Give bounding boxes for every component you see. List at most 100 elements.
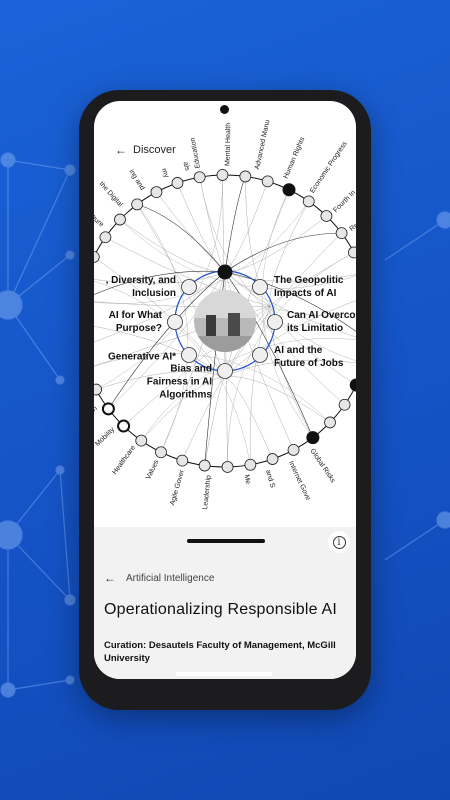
ring-node[interactable]: [338, 398, 351, 411]
ring-node[interactable]: [287, 444, 300, 456]
topic-label[interactable]: Purpose?: [116, 323, 162, 334]
graph-edge: [224, 271, 356, 282]
topic-node[interactable]: [181, 279, 197, 295]
topic-label[interactable]: Future of Jobs: [274, 358, 344, 369]
graph-edge: [224, 271, 356, 332]
ring-label[interactable]: the Digital: [98, 181, 124, 209]
ring-node[interactable]: [239, 170, 252, 183]
topic-label[interactable]: its Limitatio: [287, 323, 343, 334]
outer-ring-nodes[interactable]: [94, 169, 356, 473]
ring-node[interactable]: [176, 454, 189, 467]
breadcrumb-label[interactable]: Artificial Intelligence: [126, 572, 215, 584]
info-button[interactable]: i: [328, 531, 350, 553]
ring-node[interactable]: [320, 210, 333, 222]
topic-label[interactable]: , Diversity, and: [106, 275, 176, 286]
ring-node[interactable]: [282, 183, 296, 197]
ring-node[interactable]: [117, 419, 131, 433]
back-arrow-icon[interactable]: ←: [104, 571, 116, 585]
ring-node[interactable]: [244, 458, 257, 471]
ring-node[interactable]: [94, 383, 102, 396]
graph-edge: [224, 271, 356, 338]
ring-label[interactable]: Values: [145, 458, 161, 480]
ring-node[interactable]: [99, 231, 112, 244]
ring-label[interactable]: als: [182, 161, 191, 172]
graph-edge: [95, 175, 223, 390]
graph-edge: [224, 300, 356, 378]
ring-node[interactable]: [114, 213, 126, 226]
topic-label[interactable]: AI for What: [109, 310, 163, 321]
ring-label[interactable]: Global Risks: [308, 448, 336, 485]
ring-node[interactable]: [216, 169, 229, 181]
graph-edge: [199, 177, 356, 362]
ring-node[interactable]: [302, 195, 315, 208]
topic-node[interactable]: [181, 347, 197, 363]
ring-node[interactable]: [349, 378, 356, 392]
graph-edge: [94, 271, 226, 343]
topic-node[interactable]: [267, 314, 283, 330]
home-indicator[interactable]: [176, 672, 272, 676]
ring-label[interactable]: Mental Health: [225, 123, 233, 166]
ring-label[interactable]: my: [160, 167, 170, 179]
hub-node[interactable]: [217, 264, 233, 280]
ring-node[interactable]: [94, 251, 100, 263]
sheet-drag-handle[interactable]: [187, 539, 265, 543]
topic-label[interactable]: Bias and: [170, 364, 212, 375]
ring-node[interactable]: [135, 434, 148, 447]
ring-label[interactable]: Internet Gove: [287, 460, 311, 501]
graph-edge: [224, 360, 356, 378]
ring-node[interactable]: [150, 186, 163, 198]
ring-node[interactable]: [198, 459, 211, 472]
ring-label[interactable]: Ocean: [94, 405, 99, 422]
ring-node[interactable]: [348, 246, 356, 259]
ring-node[interactable]: [101, 402, 115, 416]
topic-label[interactable]: Impacts of AI: [274, 288, 337, 299]
graph-edge: [224, 181, 268, 273]
ring-node[interactable]: [193, 171, 206, 184]
ring-node[interactable]: [155, 446, 167, 459]
ring-label[interactable]: Agile Gover: [169, 468, 186, 506]
ring-node[interactable]: [221, 461, 234, 473]
ring-node[interactable]: [131, 198, 144, 211]
ring-label[interactable]: Mobility: [94, 426, 116, 448]
ring-node[interactable]: [266, 453, 279, 465]
back-arrow-icon: ←: [115, 143, 127, 157]
ring-label[interactable]: Fourth In: [332, 189, 356, 214]
graph-edge: [108, 271, 226, 410]
topic-label[interactable]: Generative AI*: [108, 352, 176, 363]
ring-node[interactable]: [261, 175, 274, 188]
topic-node[interactable]: [252, 279, 268, 295]
topic-label[interactable]: AI and the: [274, 345, 323, 356]
ring-label[interactable]: and S: [264, 469, 276, 489]
topic-label[interactable]: The Geopolitic: [274, 275, 344, 286]
discover-back-button[interactable]: ← Discover: [112, 143, 179, 157]
top-bar: ← Discover: [94, 101, 356, 181]
graph-edge: [94, 201, 309, 304]
breadcrumb[interactable]: ← Artificial Intelligence: [104, 571, 214, 585]
front-camera: [220, 105, 229, 114]
ring-node[interactable]: [324, 416, 336, 429]
topic-node[interactable]: [252, 347, 268, 363]
ring-node[interactable]: [306, 431, 320, 445]
ring-label[interactable]: Me: [243, 474, 251, 485]
ring-label[interactable]: Healthcare: [111, 444, 137, 476]
topic-label[interactable]: Inclusion: [132, 288, 176, 299]
graph-edge: [105, 237, 271, 307]
ring-node[interactable]: [171, 177, 184, 189]
graph-edge: [96, 371, 226, 390]
page-title: Operationalizing Responsible AI: [104, 601, 338, 618]
topic-node[interactable]: [167, 314, 183, 330]
bottom-sheet[interactable]: i ← Artificial Intelligence Operationali…: [94, 527, 356, 679]
topic-label[interactable]: Algorithms: [159, 390, 212, 401]
topic-node[interactable]: [217, 363, 233, 379]
curation-text: Curation: Desautels Faculty of Managemen…: [104, 640, 336, 664]
ring-node[interactable]: [335, 227, 348, 240]
ring-label[interactable]: Leadership: [202, 475, 213, 510]
ring-label[interactable]: ulture: [94, 212, 105, 228]
topic-label[interactable]: Can AI Overco: [287, 310, 356, 321]
topic-label[interactable]: Fairness in AI: [147, 377, 212, 388]
ring-label[interactable]: Revol: [349, 217, 356, 233]
